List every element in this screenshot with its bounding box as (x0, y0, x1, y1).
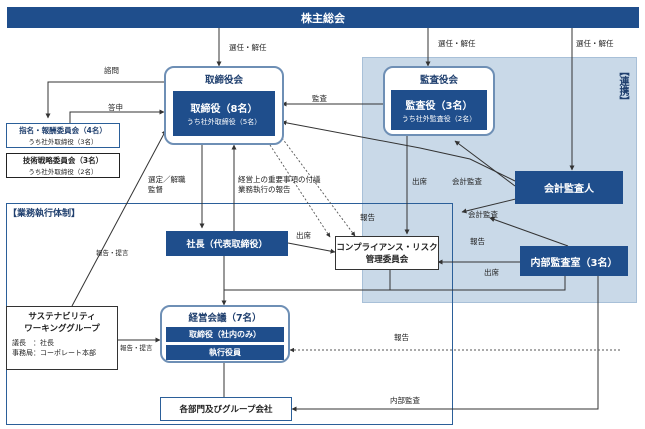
label-internal-audit: 内部監査 (390, 396, 420, 405)
label-audit: 監査 (312, 94, 327, 103)
tech-sub: うち社外取締役（2名） (28, 168, 98, 176)
shareholders-meeting: 株主総会 (7, 7, 639, 28)
label-supervise: 監督 (148, 185, 163, 194)
board-members: 取締役（8名） (190, 104, 258, 115)
audit-members: 監査役（3名） (405, 100, 473, 112)
sustainability-chair: 議長 ：社長 (12, 339, 54, 347)
label-report-compliance: 報告 (360, 213, 375, 222)
collaboration-label: 【連携】 (617, 66, 628, 106)
sustainability-working-group: サステナビリティ ワーキンググループ 議長 ：社長 事務局：コーポレート本部 (6, 306, 118, 370)
board-of-directors: 取締役会 取締役（8名） うち社外取締役（5名） (164, 66, 284, 145)
mgmt-directors: 取締役（社内のみ） (166, 327, 284, 342)
label-important-matters: 経営上の重要事項の付議 (238, 175, 321, 184)
execution-structure-label: 【業務執行体制】 (8, 209, 81, 219)
label-consult: 諮問 (104, 66, 119, 75)
nomination-compensation-committee: 指名・報酬委員会（4名） うち社外取締役（3名） (6, 123, 120, 148)
label-execution-report: 業務執行の報告 (238, 185, 291, 194)
accounting-auditor: 会計監査人 (515, 171, 623, 204)
management-meeting: 経営会議（7名） 取締役（社内のみ） 執行役員 (160, 305, 290, 363)
label-attend-audit: 出席 (412, 177, 427, 186)
compliance-line2: 管理委員会 (365, 255, 409, 265)
label-report-mgmt: 報告 (394, 333, 409, 342)
sustainability-secretariat: 事務局：コーポレート本部 (12, 349, 96, 357)
sustainability-line2: ワーキンググループ (24, 324, 100, 334)
nomination-title: 指名・報酬委員会（4名） (19, 126, 107, 135)
divisions-and-group-companies: 各部門及びグループ会社 (160, 397, 292, 421)
compliance-line1: コンプライアンス・リスク (336, 243, 438, 253)
audit-board-title: 監査役会 (419, 75, 458, 86)
label-elect-auditor: 選任・解任 (576, 39, 614, 48)
internal-audit-office: 内部監査室（3名） (520, 246, 628, 276)
label-report-proposal-board: 報告・提言 (96, 249, 129, 257)
audit-members-box: 監査役（3名） うち社外監査役（2名） (391, 90, 487, 130)
label-attend-internal: 出席 (484, 268, 499, 277)
board-outside: うち社外取締役（5名） (186, 118, 262, 126)
label-elect-board: 選任・解任 (229, 43, 267, 52)
president: 社長（代表取締役） (166, 231, 288, 256)
audit-outside: うち社外監査役（2名） (401, 114, 477, 123)
label-report-internal: 報告 (470, 237, 485, 246)
label-appoint: 選定／解職 (148, 175, 186, 184)
sustainability-line1: サステナビリティ (28, 312, 96, 322)
label-report-proposal-mgmt: 報告・提言 (120, 344, 153, 352)
board-members-box: 取締役（8名） うち社外取締役（5名） (173, 91, 275, 136)
label-accounting-audit-1: 会計監査 (452, 177, 482, 186)
technology-strategy-committee: 技術戦略委員会（3名） うち社外取締役（2名） (6, 153, 120, 178)
label-attend-president: 出席 (296, 231, 311, 240)
mgmt-title: 経営会議（7名） (188, 313, 262, 324)
compliance-risk-committee: コンプライアンス・リスク 管理委員会 (335, 236, 439, 270)
mgmt-officers: 執行役員 (166, 345, 284, 360)
nomination-sub: うち社外取締役（3名） (28, 138, 98, 146)
audit-board: 監査役会 監査役（3名） うち社外監査役（2名） (383, 66, 495, 136)
label-accounting-audit-2: 会計監査 (468, 210, 498, 219)
label-elect-audit: 選任・解任 (438, 39, 476, 48)
tech-title: 技術戦略委員会（3名） (22, 156, 104, 165)
label-answer: 答申 (108, 103, 123, 112)
board-title: 取締役会 (204, 75, 243, 86)
